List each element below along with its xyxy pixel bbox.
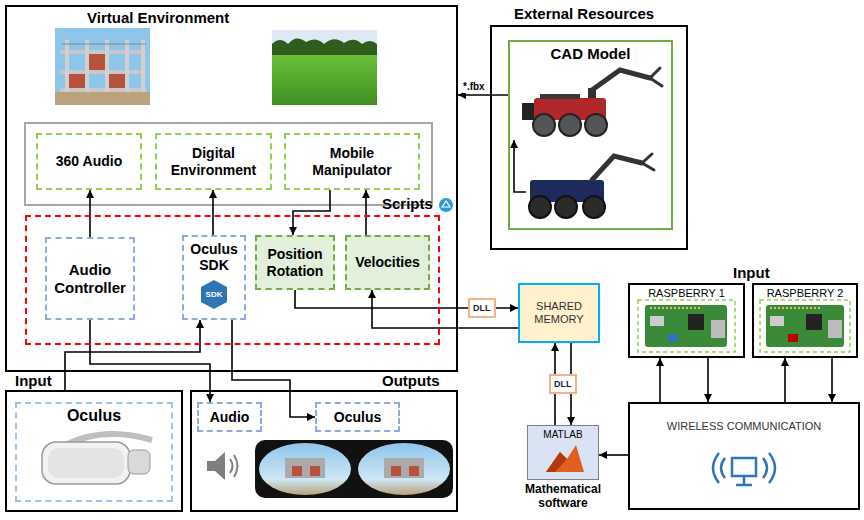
module-box: Digital Environment [155,133,272,190]
icon-text: SDK [203,290,225,299]
speaker-icon [207,452,238,480]
connector-arrow [372,290,518,328]
connector-arrow [458,94,508,96]
box-label: Audio [210,409,250,425]
connector-arrow [599,454,628,456]
box-label: Scripts [382,195,442,212]
device-box: RASPBERRY 2 [752,283,858,358]
connector-arrow [831,358,833,402]
box-label: Oculus [17,407,171,425]
headset-picture [42,434,152,484]
output-panel: OutputsAudioOculus [190,390,458,512]
output-box: Audio [197,402,262,432]
connector-arrow [365,190,367,235]
device-box: Oculus [15,402,173,502]
wireless-box: WIRELESS COMMUNICATION [628,402,860,510]
box-label: Oculus SDK [188,241,240,273]
robot-blue [529,154,654,218]
module-box: Mobile Manipulator [284,133,420,190]
unity-icon [439,198,453,212]
box-label: Outputs [382,372,458,389]
box-label: Oculus [334,409,381,425]
connector-arrow [65,320,200,390]
dll-icon: DLL [549,374,577,394]
scripts-region: ScriptsAudio ControllerOculus SDKPositio… [25,215,440,345]
box-caption: Mathematical software [508,483,618,511]
group-heading: Input [733,264,770,281]
connector-arrow [89,190,91,237]
group-frame [25,123,432,205]
script-box: Audio Controller [45,237,135,320]
script-box: Velocities [345,235,430,290]
output-box: Oculus [315,402,400,432]
script-box: Oculus SDK [182,235,246,320]
box-label: Mobile Manipulator [290,145,414,177]
edge-label: *.fbx [463,81,485,93]
sdk-icon [201,280,227,309]
script-box: Position Rotation [255,235,335,290]
box-label: Velocities [355,254,420,270]
raspberry-board [638,300,735,352]
model-box: CAD Model [508,40,673,230]
box-label: WIRELESS COMMUNICATION [630,420,858,433]
connector-arrow [707,358,709,402]
building-picture [55,28,150,105]
box-label: Virtual Environment [87,9,287,26]
box-label: RASPBERRY 2 [754,287,856,300]
field-picture [272,30,377,105]
memory-box: SHARED MEMORY [518,283,600,343]
model-arrow [514,140,526,192]
connector-arrow [212,190,214,235]
robot-red [522,68,662,136]
raspberry-board [760,300,850,352]
box-label: 360 Audio [56,153,122,169]
wireless-icon [713,453,775,485]
matlab-fill [527,425,599,480]
box-label: Digital Environment [161,145,266,177]
box-label: Audio Controller [51,261,129,296]
box-label: RASPBERRY 1 [630,287,743,300]
input-panel: InputOculus [5,390,183,512]
box-label: CAD Model [510,45,671,62]
environment-panel: Virtual Environment 360 Audio Digital Envi… [5,5,458,372]
box-label: External Resources [514,5,684,22]
box-label: Position Rotation [261,246,329,278]
resources-panel: External ResourcesCAD Model [490,25,688,250]
box-label: SHARED MEMORY [524,300,594,325]
software-box: MATLABMathematical software [527,425,599,480]
box-label: Input [15,372,75,389]
device-box: RASPBERRY 1 [628,283,745,358]
connector-arrow [784,358,786,402]
stereo-view [255,440,453,498]
dll-icon: DLL [468,298,496,318]
connector-arrow [659,358,661,402]
module-box: 360 Audio [36,133,142,190]
connector-arrow [293,190,330,235]
box-label: MATLAB [528,429,598,441]
matlab-logo [546,445,584,472]
